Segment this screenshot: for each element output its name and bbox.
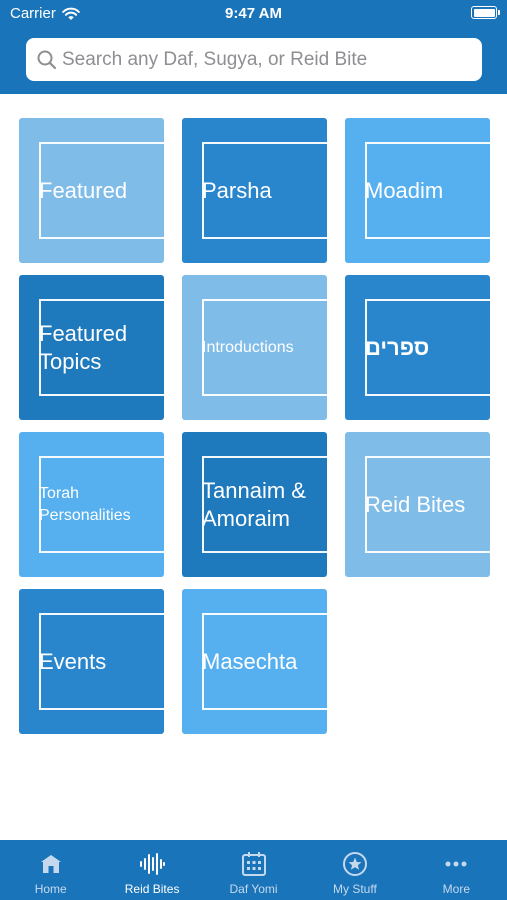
wifi-icon	[62, 7, 80, 20]
tab-label: Home	[34, 882, 67, 896]
tile-label: Reid Bites	[365, 491, 466, 517]
tile-label: Featured	[39, 177, 128, 203]
tile-tannaim-amoraim[interactable]: Tannaim & Amoraim	[182, 432, 327, 577]
tile-label: Featured Topics	[39, 320, 128, 374]
battery-icon	[471, 6, 500, 19]
tab-label: My Stuff	[333, 882, 377, 896]
tile-label: Tannaim & Amoraim	[202, 477, 306, 531]
tile-label: Events	[39, 648, 107, 674]
more-icon	[445, 861, 467, 867]
tab-label: Daf Yomi	[229, 882, 278, 896]
tile-label: Torah Personalities	[39, 484, 131, 524]
tile-events[interactable]: Events	[19, 589, 164, 734]
tab-daf-yomi[interactable]: Daf Yomi	[203, 840, 304, 900]
carrier-group: Carrier	[10, 5, 80, 22]
tile-featured-topics[interactable]: Featured Topics	[19, 275, 164, 420]
tile-label: Introductions	[202, 338, 294, 356]
tile-introductions[interactable]: Introductions	[182, 275, 327, 420]
category-grid: Featured Parsha Moadim Featured Topics I…	[19, 118, 490, 734]
tab-reid-bites[interactable]: Reid Bites	[101, 840, 202, 900]
carrier-label: Carrier	[10, 5, 56, 22]
search-icon	[37, 50, 57, 70]
waveform-icon	[140, 853, 166, 875]
status-time: 9:47 AM	[225, 5, 282, 22]
tile-masechta[interactable]: Masechta	[182, 589, 327, 734]
tile-parsha[interactable]: Parsha	[182, 118, 327, 263]
search-input[interactable]	[62, 38, 472, 81]
tile-moadim[interactable]: Moadim	[345, 118, 490, 263]
tab-label: Reid Bites	[124, 882, 180, 896]
tab-bar: Home Reid Bites Daf Yomi	[0, 840, 507, 900]
tab-label: More	[442, 882, 470, 896]
search-bar[interactable]	[26, 38, 482, 81]
tile-torah-personalities[interactable]: Torah Personalities	[19, 432, 164, 577]
tile-label: ספרים	[365, 334, 430, 360]
calendar-icon	[241, 852, 266, 876]
home-icon	[40, 855, 61, 873]
tile-label: Parsha	[202, 177, 272, 203]
tile-featured[interactable]: Featured	[19, 118, 164, 263]
star-icon	[342, 852, 367, 876]
tile-label: Masechta	[202, 648, 298, 674]
tile-seforim[interactable]: ספרים	[345, 275, 490, 420]
tile-reid-bites[interactable]: Reid Bites	[345, 432, 490, 577]
tile-label: Moadim	[365, 177, 444, 203]
tab-my-stuff[interactable]: My Stuff	[304, 840, 405, 900]
tab-home[interactable]: Home	[0, 840, 101, 900]
header: Carrier 9:47 AM	[0, 0, 507, 94]
tab-more[interactable]: More	[406, 840, 507, 900]
status-bar: Carrier 9:47 AM	[0, 0, 507, 28]
